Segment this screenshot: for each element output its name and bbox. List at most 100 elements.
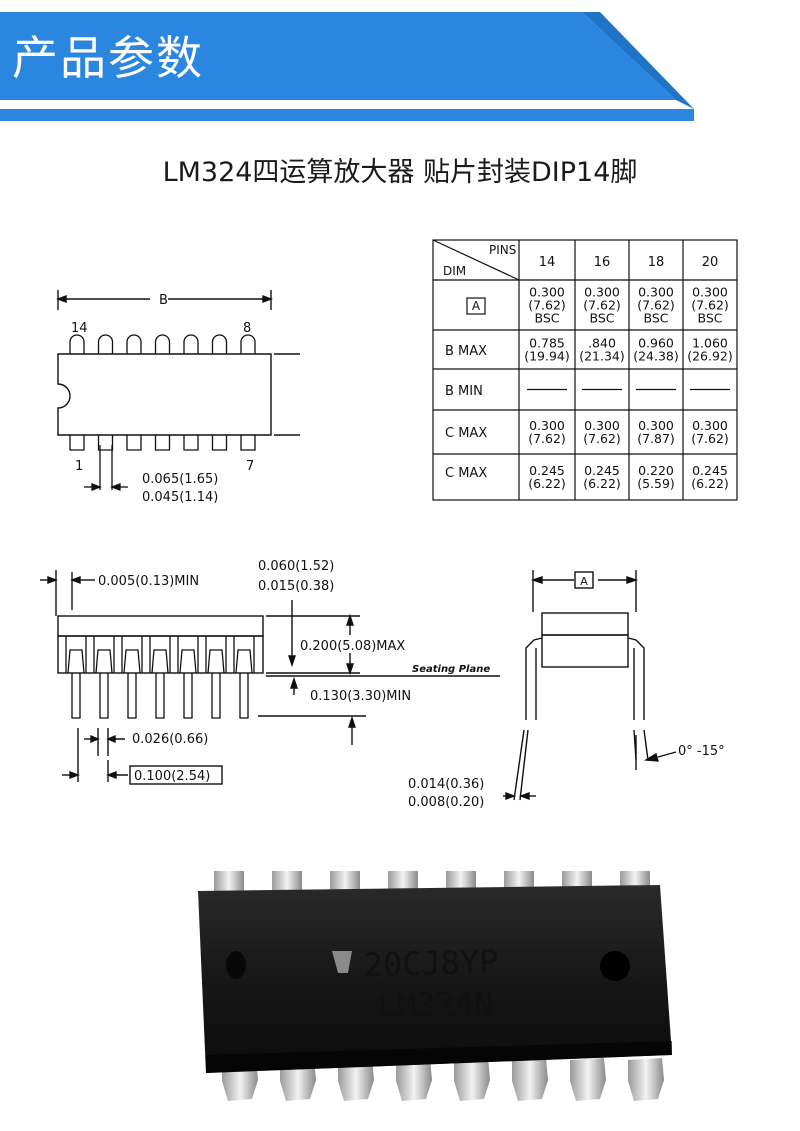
table-cell: 0.785: [529, 336, 565, 351]
table-cell: (7.62): [637, 298, 675, 313]
lead-width-min: 0.045(1.14): [142, 490, 218, 505]
top-pin-upper: [211, 334, 228, 354]
table-cell: 0.960: [638, 336, 674, 351]
table-cell: 0.300: [692, 418, 728, 433]
top-pin-lower: [183, 435, 199, 451]
table-cell: 0.300: [529, 285, 565, 300]
side-view-diagram: 0.005(0.13)MIN 0.060(1.52) 0.015(0.38) 0…: [40, 559, 500, 785]
top-thickness-min: 0.015(0.38): [258, 579, 334, 594]
top-pin-lower: [240, 435, 256, 451]
end-view-diagram: A 0° -15° 0.014(0.36) 0.008(0.20): [408, 570, 725, 810]
table-cell: (7.62): [583, 298, 621, 313]
side-pin-lead: [239, 673, 249, 719]
table-cell: BSC: [643, 311, 668, 326]
table-cell: (21.34): [579, 349, 625, 364]
top-pin-upper: [126, 334, 142, 354]
product-title: LM324四运算放大器 贴片封装DIP14脚: [162, 157, 638, 188]
photo-pin-bottom: [338, 1058, 374, 1101]
column-header-pins: 16: [594, 255, 611, 270]
photo-pin-top: [214, 871, 244, 893]
side-pin-upper: [235, 649, 253, 674]
top-pin-upper: [97, 334, 114, 354]
table-cell: (24.38): [633, 349, 679, 364]
side-pin-upper: [123, 649, 141, 674]
seating-plane-label: Seating Plane: [412, 664, 490, 675]
dim-b-label: B: [159, 293, 168, 308]
side-pin-lead: [71, 673, 81, 719]
table-cell: (7.62): [691, 298, 729, 313]
table-cell: 0.300: [638, 285, 674, 300]
side-pin-shoulder: [205, 636, 227, 673]
table-cell: 0.300: [638, 418, 674, 433]
table-cell: 0.300: [692, 285, 728, 300]
pin-1-label: 1: [75, 459, 83, 474]
table-cell: (7.87): [637, 431, 675, 446]
top-pin-upper: [69, 334, 85, 354]
top-pin-upper: [183, 334, 199, 354]
side-pin-lead: [183, 673, 193, 719]
side-pin-lead: [155, 673, 165, 719]
photo-pin-bottom: [396, 1058, 432, 1101]
table-cell: BSC: [697, 311, 722, 326]
photo-pin-top: [388, 871, 418, 893]
top-view-diagram: B C 14 8 1 7 0.065(1.65) 0.045(1.14): [56, 290, 300, 505]
lead-thickness-min: 0.008(0.20): [408, 795, 484, 810]
top-pin-lower: [69, 435, 85, 451]
header-banner: 产品参数: [0, 0, 800, 125]
top-pin-lower: [126, 435, 142, 451]
table-cell: 0.245: [584, 463, 620, 478]
table-cell: (7.62): [691, 431, 729, 446]
photo-pin-bottom: [628, 1058, 664, 1101]
table-cell: (26.92): [687, 349, 733, 364]
photo-pin-bottom: [570, 1058, 606, 1101]
table-cell: 0.220: [638, 463, 674, 478]
table-cell: (7.62): [528, 431, 566, 446]
pitch-label: 0.100(2.54): [134, 769, 210, 784]
side-pin-shoulder: [149, 636, 171, 673]
side-pin-upper: [151, 649, 169, 674]
pin-7-label: 7: [246, 459, 254, 474]
table-corner-dim: DIM: [443, 264, 466, 278]
lead-thickness-max: 0.014(0.36): [408, 777, 484, 792]
side-pin-shoulder: [233, 636, 255, 673]
height-max-label: 0.200(5.08)MAX: [300, 639, 405, 654]
table-cell: (19.94): [524, 349, 570, 364]
table-cell: 0.300: [584, 418, 620, 433]
side-pin-upper: [179, 649, 197, 674]
side-pin-shoulder: [177, 636, 199, 673]
photo-pin-bottom: [512, 1058, 548, 1101]
side-pin-upper: [67, 649, 85, 674]
top-pin-upper: [240, 334, 256, 354]
chip-marking-line2: LM324N: [377, 984, 494, 1025]
side-pin-shoulder: [65, 636, 87, 673]
table-cell: .840: [588, 336, 616, 351]
table-corner-pins: PINS: [489, 243, 516, 257]
table-cell: 0.245: [529, 463, 565, 478]
photo-pin-top: [272, 871, 302, 893]
table-cell: (6.22): [691, 476, 729, 491]
top-pin-lower: [154, 435, 171, 451]
row-label-c-max: C MAX: [445, 426, 487, 441]
side-pin-lead: [127, 673, 137, 719]
table-cell: (7.62): [583, 431, 621, 446]
table-cell: 0.300: [529, 418, 565, 433]
lead-width-max: 0.065(1.65): [142, 472, 218, 487]
angle-label: 0° -15°: [678, 744, 725, 759]
table-cell: (7.62): [528, 298, 566, 313]
top-pin-upper: [154, 334, 171, 354]
table-cell: 0.245: [692, 463, 728, 478]
photo-pin-bottom: [454, 1058, 490, 1101]
top-pin-lower: [97, 435, 114, 451]
side-pin-shoulder: [121, 636, 143, 673]
end-dim-a-label: A: [580, 575, 588, 588]
pin-8-label: 8: [243, 321, 251, 336]
table-cell: (6.22): [528, 476, 566, 491]
table-cell: 0.300: [584, 285, 620, 300]
row-label-a: A: [472, 299, 481, 313]
lead-length-label: 0.130(3.30)MIN: [310, 689, 411, 704]
side-pin-upper: [95, 649, 113, 674]
photo-pin-top: [330, 871, 360, 893]
dimension-table: PINS DIM 14 16 18 20 A B MAX B MIN C MAX…: [432, 239, 738, 501]
lead-width-label: 0.026(0.66): [132, 732, 208, 747]
table-cell: BSC: [534, 311, 559, 326]
